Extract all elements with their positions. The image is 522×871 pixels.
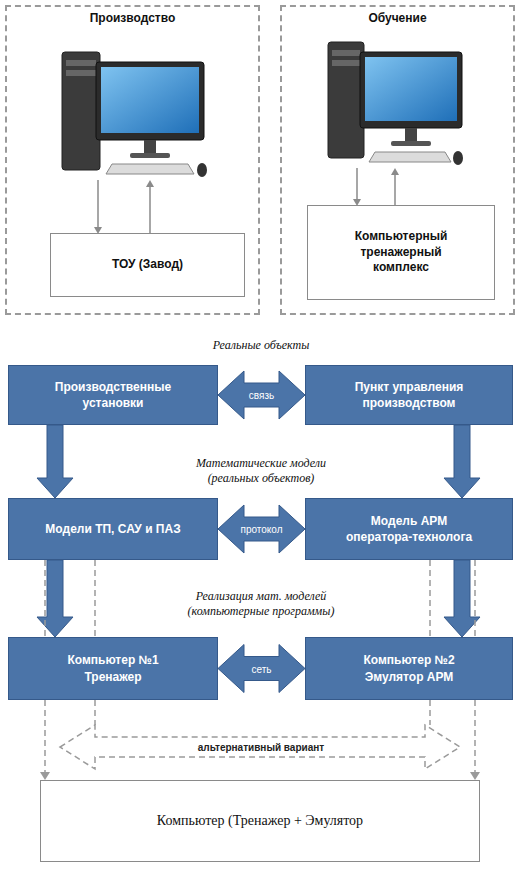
computer-box: Компьютер (Тренажер + Эмулятор (40, 780, 480, 862)
node-text: Компьютер №2 Эмулятор АРМ (354, 652, 464, 684)
node-text: ТОУ (Завод) (112, 257, 183, 273)
pc-tower (328, 42, 364, 158)
pc-tower (62, 52, 100, 170)
pc-drive (66, 60, 96, 66)
group-title: Обучение (368, 11, 426, 25)
monitor-base (391, 141, 431, 146)
arrow-label: альтернативный вариант (136, 742, 386, 753)
arrow-head (146, 180, 154, 187)
section-caption: Математические модели (реальных объектов… (176, 456, 346, 486)
process-box: Компьютерный тренажерный комплекс (307, 205, 495, 300)
model-box: Модели ТП, САУ и ПАЗ (8, 498, 218, 560)
double-block-arrow (218, 371, 305, 419)
arrow-shape (37, 425, 73, 498)
mouse (453, 151, 463, 165)
keyboard (106, 164, 194, 174)
alternative-arrow (60, 725, 460, 769)
section-caption: Реализация мат. моделей (компьютерные пр… (166, 589, 356, 619)
edge-label: сеть (251, 663, 271, 674)
node-text: Производственные установки (43, 379, 183, 411)
edge-label: связь (249, 390, 274, 401)
model-box: Модель АРМ оператора-технолога (305, 498, 513, 560)
signal-line (394, 174, 396, 206)
monitor-frame (96, 62, 204, 140)
monitor-screen (101, 67, 199, 133)
node-text: Пункт управления производством (344, 379, 474, 411)
edge-label: протокол (240, 524, 282, 535)
keyboard (369, 152, 451, 162)
computer-illustration (62, 52, 207, 177)
signal-line (97, 180, 99, 228)
dashed-group: ОбучениеКомпьютерный тренажерный комплек… (280, 5, 515, 315)
monitor-screen (365, 57, 457, 121)
section-caption: Реальные объекты (111, 338, 411, 353)
model-box: Компьютер №2 Эмулятор АРМ (305, 637, 513, 700)
pc-drive (332, 50, 360, 56)
block-arrow (444, 425, 480, 498)
arrow-shape (444, 425, 480, 498)
arrow-shape (218, 505, 305, 553)
arrow-head (470, 772, 480, 780)
block-arrow (37, 560, 73, 637)
model-box: Пункт управления производством (305, 365, 513, 425)
arrow-head (40, 772, 50, 780)
monitor-stand (405, 128, 417, 142)
node-text: Компьютерный тренажерный комплекс (346, 229, 456, 276)
pc-drive (66, 70, 96, 76)
block-arrow (37, 425, 73, 498)
node-text: Компьютер (Тренажер + Эмулятор (157, 812, 363, 830)
group-title: Производство (90, 11, 176, 25)
mouse (197, 163, 207, 177)
arrow-shape (218, 645, 305, 693)
model-box: Производственные установки (8, 365, 218, 425)
node-text: Модели ТП, САУ и ПАЗ (45, 521, 180, 537)
process-box: ТОУ (Завод) (50, 233, 245, 297)
double-block-arrow (218, 645, 305, 693)
node-text: Модель АРМ оператора-технолога (342, 513, 477, 545)
dashed-group: ПроизводствоТОУ (Завод) (5, 5, 260, 315)
monitor-base (130, 153, 170, 158)
computer-illustration (328, 42, 463, 165)
model-box: Компьютер №1 Тренажер (8, 637, 218, 700)
signal-line (149, 186, 151, 233)
double-block-arrow (218, 505, 305, 553)
pc-drive (332, 60, 360, 66)
arrow-shape (37, 560, 73, 637)
monitor-frame (360, 52, 462, 128)
node-text: Компьютер №1 Тренажер (58, 652, 168, 684)
signal-line (356, 168, 358, 200)
arrow-shape (218, 371, 305, 419)
monitor-stand (144, 140, 156, 154)
arrow-head (391, 168, 399, 175)
